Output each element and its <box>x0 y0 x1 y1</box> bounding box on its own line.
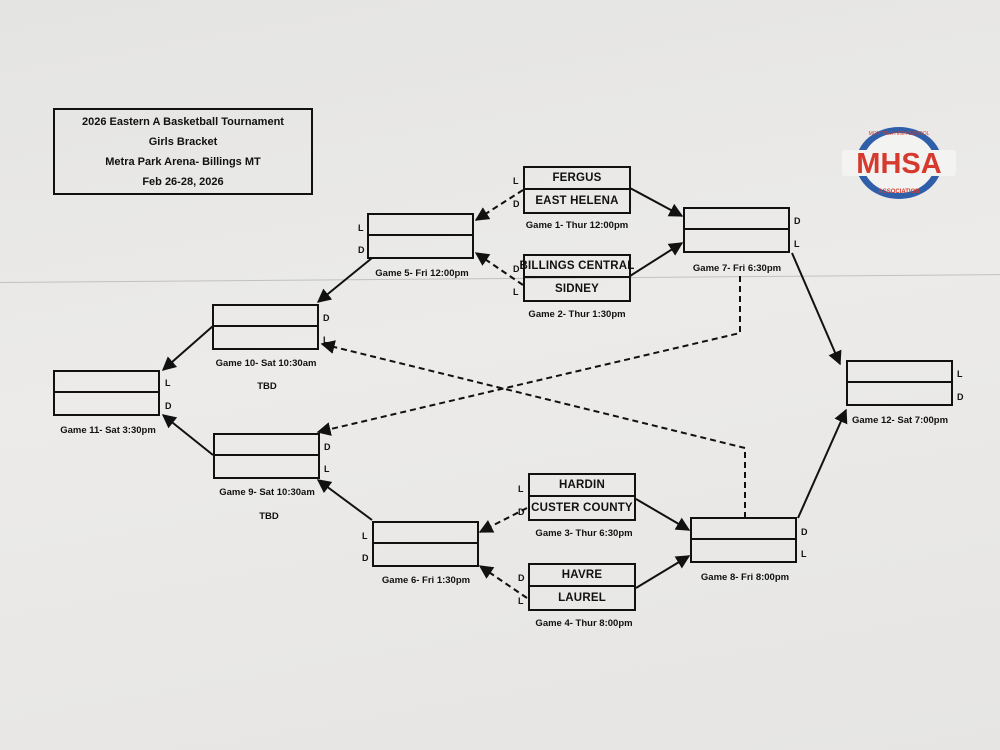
g4-side-top: D <box>518 573 525 583</box>
game1-box: FERGUS EAST HELENA <box>523 166 631 214</box>
game9-slot-top <box>215 435 318 456</box>
g12-side-top: L <box>957 369 963 379</box>
game11-box <box>53 370 160 416</box>
game11-slot-bottom <box>55 393 158 414</box>
g8-side-bottom: L <box>801 549 807 559</box>
g11-side-bottom: D <box>165 401 172 411</box>
game9-tbd: TBD <box>259 511 279 522</box>
team-fergus: FERGUS <box>525 168 629 190</box>
game10-slot-top <box>214 306 317 327</box>
game6-box <box>372 521 479 567</box>
venue-text: Metra Park Arena- Billings MT <box>105 155 261 168</box>
game6-slot-top <box>374 523 477 544</box>
team-sidney: SIDNEY <box>554 283 600 295</box>
game5-slot-bottom <box>369 236 472 257</box>
game11-label: Game 11- Sat 3:30pm <box>60 425 156 436</box>
game9-box <box>213 433 320 479</box>
logo-text: MHSA <box>856 148 941 180</box>
g10-to-g11-line <box>161 325 214 371</box>
dates-text: Feb 26-28, 2026 <box>142 175 224 188</box>
g6-side-top: L <box>362 531 368 541</box>
game12-label: Game 12- Sat 7:00pm <box>851 415 949 426</box>
g10-side-bottom: L <box>323 335 329 345</box>
bracket-subtitle: Girls Bracket <box>148 135 218 148</box>
game1-label: Game 1- Thur 12:00pm <box>525 220 629 231</box>
g9-side-bottom: L <box>324 464 330 474</box>
game7-slot-top <box>685 209 788 230</box>
game7-box <box>683 207 790 253</box>
game6-slot-bottom <box>374 544 477 565</box>
game12-box <box>846 360 953 406</box>
logo-arc-top: MONTANA HIGH SCHOOL <box>869 131 930 137</box>
game10-slot-bottom <box>214 327 317 348</box>
game3-box: HARDIN CUSTER COUNTY <box>528 473 636 521</box>
game2-box: BILLINGS CENTRAL SIDNEY <box>520 254 634 302</box>
g3-side-top: L <box>518 484 524 494</box>
tournament-title: 2026 Eastern A Basketball Tournament <box>82 115 284 128</box>
g3-to-g8-line <box>635 498 691 531</box>
g7-to-g12-line <box>791 252 842 366</box>
g7-loser-line <box>316 276 741 436</box>
game10-label: Game 10- Sat 10:30am <box>215 358 317 369</box>
game5-box <box>367 213 474 259</box>
g8-side-top: D <box>801 527 808 537</box>
g5-side-bottom: D <box>358 245 365 255</box>
g2-side-bottom: L <box>513 287 519 297</box>
g1-side-bottom: D <box>513 199 520 209</box>
g8-to-g12-line <box>797 408 848 519</box>
tournament-title-box: 2026 Eastern A Basketball Tournament Gir… <box>53 108 313 195</box>
g4-to-g8-line <box>635 555 691 589</box>
game8-slot-bottom <box>692 540 795 561</box>
team-hardin: HARDIN <box>530 475 634 497</box>
game11-slot-top <box>55 372 158 393</box>
game8-label: Game 8- Fri 8:00pm <box>700 572 790 583</box>
g10-side-top: D <box>323 313 330 323</box>
game7-slot-bottom <box>685 230 788 251</box>
game9-label: Game 9- Sat 10:30am <box>219 487 315 498</box>
g8-loser-line <box>320 340 746 518</box>
game10-box <box>212 304 319 350</box>
game5-slot-top <box>369 215 472 236</box>
game12-slot-bottom <box>848 383 951 404</box>
game2-label: Game 2- Thur 1:30pm <box>528 309 626 320</box>
game3-label: Game 3- Thur 6:30pm <box>535 528 633 539</box>
game12-slot-top <box>848 362 951 383</box>
g6-to-g9-line <box>316 479 373 521</box>
mhsa-logo: MHSA MONTANA HIGH SCHOOL ASSOCIATION <box>842 127 956 199</box>
g12-side-bottom: D <box>957 392 964 402</box>
g1-side-top: L <box>513 176 519 186</box>
game7-label: Game 7- Fri 6:30pm <box>692 263 782 274</box>
team-havre: HAVRE <box>530 565 634 587</box>
g2-to-g7-line <box>629 242 684 277</box>
game9-slot-bottom <box>215 456 318 477</box>
game4-box: HAVRE LAUREL <box>528 563 636 611</box>
g7-side-bottom: L <box>794 239 800 249</box>
g3-side-bottom: D <box>518 507 525 517</box>
team-billings-central: BILLINGS CENTRAL <box>520 256 634 278</box>
game8-box <box>690 517 797 563</box>
g7-side-top: D <box>794 216 801 226</box>
game10-tbd: TBD <box>257 381 277 392</box>
game4-label: Game 4- Thur 8:00pm <box>535 618 633 629</box>
g3-loser-line <box>478 507 528 533</box>
g5-side-top: L <box>358 223 364 233</box>
g2-side-top: D <box>513 264 520 274</box>
g9-side-top: D <box>324 442 331 452</box>
g4-side-bottom: L <box>518 596 524 606</box>
team-custer-county: CUSTER COUNTY <box>531 502 633 514</box>
g1-to-g7-line <box>629 187 684 217</box>
g11-side-top: L <box>165 378 171 388</box>
team-laurel: LAUREL <box>558 592 606 604</box>
team-east-helena: EAST HELENA <box>535 195 619 207</box>
g9-to-g11-line <box>161 414 214 456</box>
g5-to-g10-line <box>316 257 373 303</box>
logo-arc-bottom: ASSOCIATION <box>878 189 919 195</box>
game5-label: Game 5- Fri 12:00pm <box>375 268 469 279</box>
g6-side-bottom: D <box>362 553 369 563</box>
game8-slot-top <box>692 519 795 540</box>
game6-label: Game 6- Fri 1:30pm <box>381 575 471 586</box>
